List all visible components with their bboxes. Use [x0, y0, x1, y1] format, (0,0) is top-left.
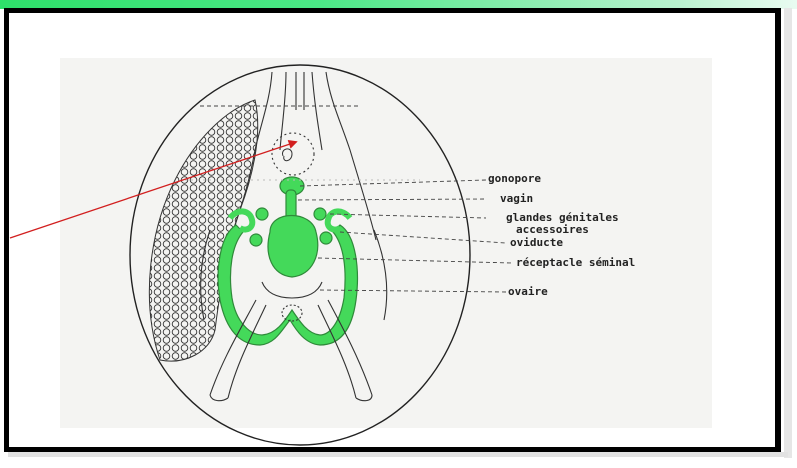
label-vagin: vagin	[500, 192, 533, 205]
label-receptacle: réceptacle séminal	[516, 256, 635, 269]
label-ovaire: ovaire	[508, 285, 548, 298]
label-accessoires: accessoires	[516, 223, 589, 236]
labels: gonopore vagin glandes génitales accesso…	[488, 172, 635, 298]
label-oviducte: oviducte	[510, 236, 563, 249]
label-gonopore: gonopore	[488, 172, 541, 185]
dotted-circle	[272, 133, 314, 175]
